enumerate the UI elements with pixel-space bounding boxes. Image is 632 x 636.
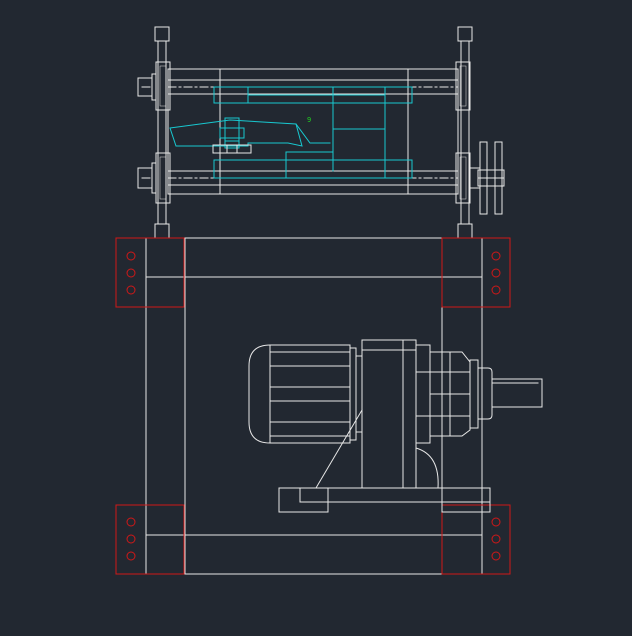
die-blade-profile — [169, 119, 303, 147]
bolt-hole — [491, 551, 501, 561]
left-rod-cap-top — [154, 26, 170, 42]
die-clamp-base — [212, 144, 252, 154]
bolt-hole — [491, 285, 501, 295]
gearbox-output-housing — [415, 344, 471, 444]
bolt-hole — [491, 251, 501, 261]
upper-roller — [137, 61, 471, 111]
base-frame — [145, 237, 483, 575]
motor-foot-left — [278, 487, 329, 513]
roller-housing-frame — [167, 68, 459, 195]
bolt-hole — [126, 517, 136, 527]
bracket-bottom-right — [441, 504, 511, 575]
bolt-hole — [491, 534, 501, 544]
motor-foot-right — [441, 487, 491, 513]
die-lower-plate — [213, 159, 413, 179]
cyan-die-part — [169, 86, 413, 179]
right-rod-cap-top — [457, 26, 473, 42]
gear-motor — [248, 339, 543, 513]
right-rod-cap-bottom — [457, 223, 473, 239]
output-shaft — [491, 378, 543, 408]
bolt-hole — [126, 285, 136, 295]
bracket-top-left — [115, 237, 185, 308]
bolt-hole — [491, 517, 501, 527]
motor-body — [248, 344, 351, 444]
bracket-top-right — [441, 237, 511, 308]
bolt-hole — [126, 268, 136, 278]
motor-support-strut — [315, 409, 363, 489]
frame-outer — [145, 237, 483, 575]
bolt-hole — [126, 534, 136, 544]
gearbox-body — [361, 339, 417, 489]
roller-assembly — [137, 26, 505, 239]
bolt-hole — [491, 268, 501, 278]
bolt-hole — [126, 551, 136, 561]
left-rod-cap-bottom — [154, 223, 170, 239]
annotation-number: 9 — [307, 116, 311, 124]
bracket-bottom-left — [115, 504, 185, 575]
mounting-brackets — [115, 237, 511, 575]
bolt-hole — [126, 251, 136, 261]
